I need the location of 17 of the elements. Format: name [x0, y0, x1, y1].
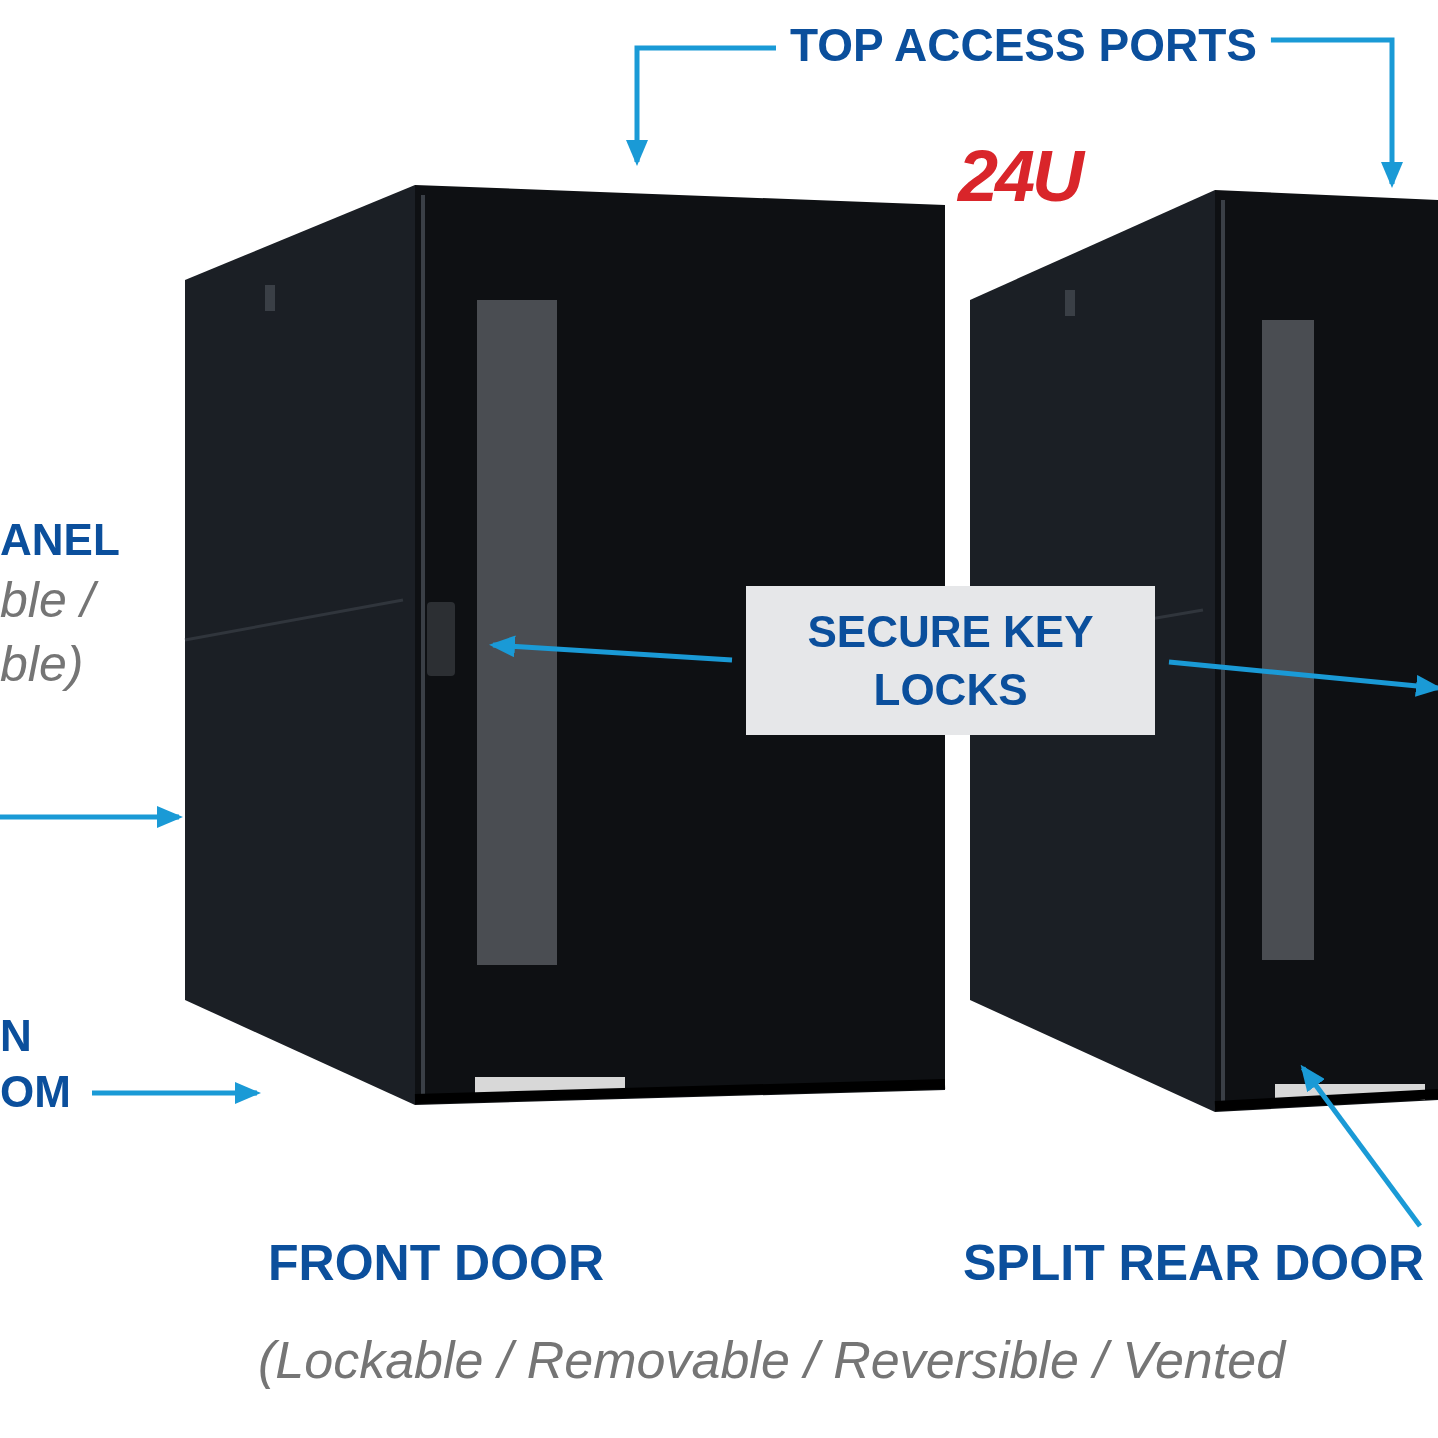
callout-label: N OM	[0, 1008, 78, 1120]
arrow	[626, 45, 776, 166]
callout-label: TOP ACCESS PORTS	[790, 18, 1257, 72]
feature-note: (Lockable / Removable / Reversible / Vented	[258, 1330, 1286, 1390]
arrow	[92, 1082, 261, 1104]
callout-label: SPLIT REAR DOOR	[963, 1234, 1425, 1292]
arrow	[1270, 37, 1403, 188]
callout-label: FRONT DOOR	[268, 1234, 605, 1292]
callout-box	[746, 586, 1155, 735]
arrow	[0, 806, 183, 828]
arrow	[489, 635, 733, 663]
callout-label: ANEL	[0, 514, 120, 566]
size-label: 24U	[958, 135, 1082, 217]
callout-text: SECURE KEY LOCKS	[806, 605, 1095, 716]
arrow	[1300, 1064, 1422, 1228]
callout-note: ble / ble)	[0, 568, 102, 696]
arrow	[1168, 659, 1438, 697]
